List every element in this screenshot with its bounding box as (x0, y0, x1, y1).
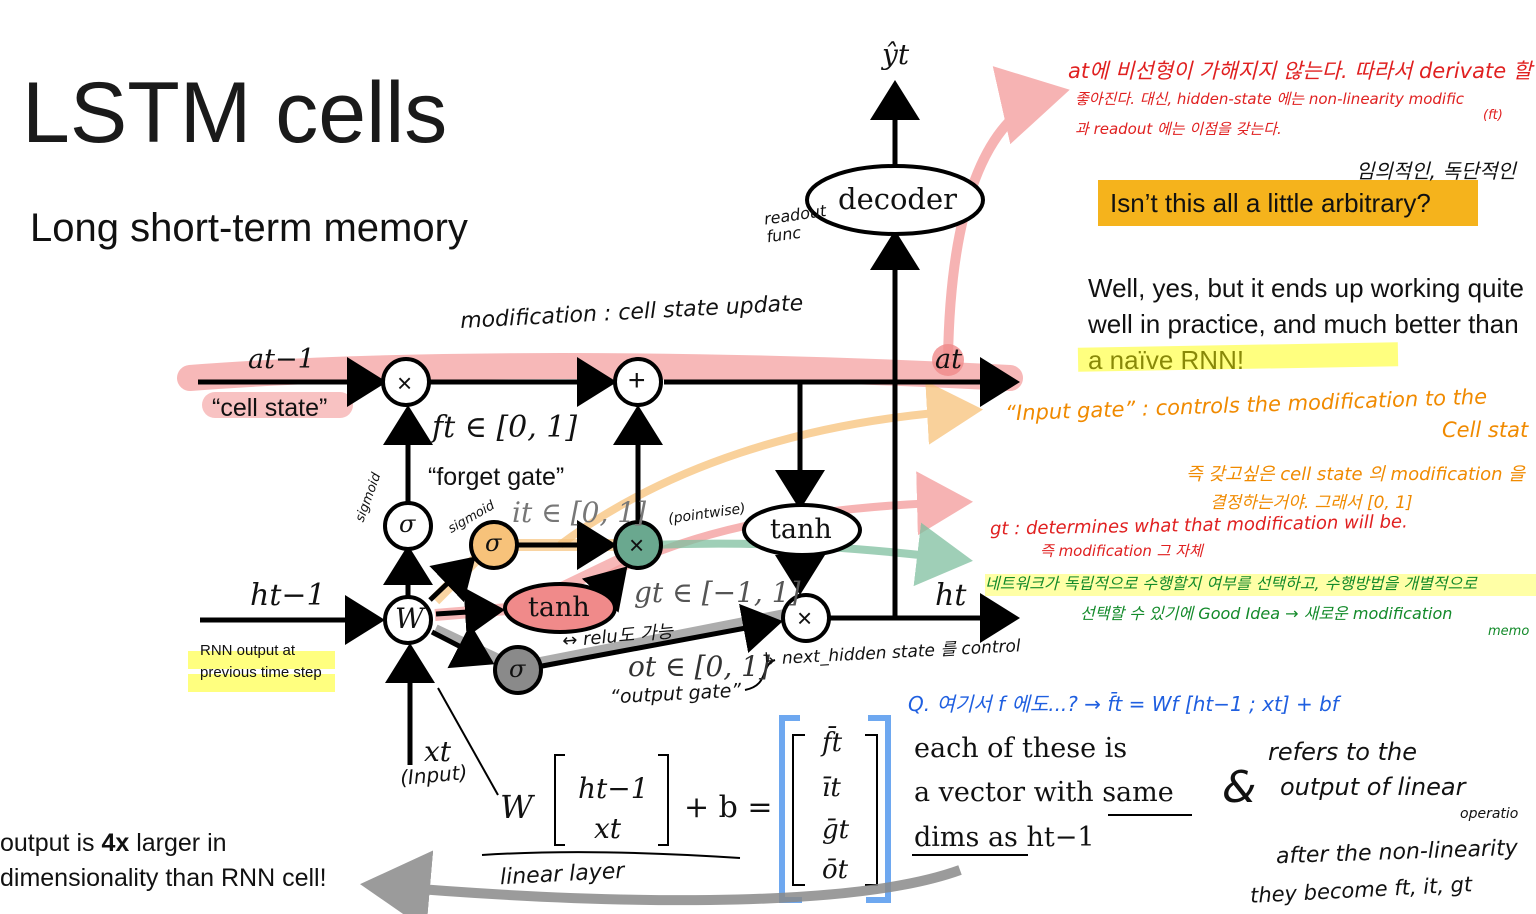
a-t-label: at (935, 344, 962, 375)
a-t-dot (932, 344, 964, 376)
cell-state-highlight (177, 353, 1023, 391)
green-note-2: 선택할 수 있기에 Good Idea → 새로운 modification (1080, 604, 1453, 623)
blue-bracket-right (866, 715, 891, 903)
eq-plus-b: + b = (684, 790, 773, 825)
red-note-1: at에 비선형이 가해지지 않는다. 따라서 derivate 할 (1068, 59, 1533, 83)
a-prev-label: at−1 (248, 344, 315, 375)
h-t-label: ht (935, 578, 967, 613)
w-node (383, 595, 433, 645)
gate-bar-g: ḡt (822, 815, 850, 845)
eq-vec-bottom: xt (594, 812, 622, 845)
sigma-o-to-mult (541, 603, 783, 669)
green-note-3: memo (1488, 624, 1530, 639)
input-gate-note-3: 즉 갖고싶은 cell state 의 modification 을 (1186, 464, 1525, 485)
refers-note-1: refers to the (1268, 738, 1417, 766)
w-to-sigma-o (430, 623, 495, 669)
bottom-note: output is 4x larger in dimensionality th… (0, 826, 380, 896)
green-note-1: 네트워크가 독립적으로 수행할지 여부를 선택하고, 수행방법을 개별적으로 (985, 574, 1477, 593)
gt-note-2: 즉 modification 그 자체 (1040, 542, 1203, 560)
forget-mult-symbol: × (397, 368, 413, 398)
refers-note-3: operatio (1460, 806, 1519, 822)
vec-bracket-right (865, 734, 878, 886)
w-label: W (395, 602, 424, 635)
red-note-2: 좋아진다. 대신, hidden-state 에는 non-linearity … (1075, 90, 1465, 108)
linear-underline (481, 851, 741, 859)
input-gate-note-4: 결정하는거야. 그래서 [0, 1] (1210, 493, 1413, 513)
gate-bar-f: f̄t (822, 728, 843, 758)
o-t-label: ot ∈ [0, 1] (628, 650, 770, 683)
plus-symbol: + (628, 364, 646, 397)
cell-state-label: “cell state” (212, 394, 328, 422)
gate-bar-i: īt (822, 773, 841, 803)
vector-note-1: each of these is (914, 733, 1128, 764)
g-t-label: gt ∈ [−1, 1] (634, 576, 801, 609)
ampersand-note: & (1222, 762, 1257, 813)
red-note-ft: (ft) (1483, 108, 1503, 123)
korean-arbitrary-note: 임의적인, 독단적인 (1356, 159, 1516, 183)
h-prev-label: ht−1 (250, 578, 326, 613)
w-pointer (437, 687, 499, 796)
mult-o-node (781, 593, 831, 643)
x-t-label: xt (424, 735, 452, 768)
refers-note-2: output of linear (1280, 773, 1466, 801)
red-note-3: 과 readout 에는 이점을 갖는다. (1075, 120, 1282, 138)
sigma-f-label: σ (399, 510, 416, 538)
forget-mult-node (381, 357, 431, 407)
tanh-g-node (503, 582, 617, 634)
at-to-note-highlight (943, 66, 1070, 361)
sigma-i-label: σ (485, 529, 502, 557)
question-banner: Isn’t this all a little arbitrary? (1098, 180, 1478, 226)
tanh-c-node (742, 503, 862, 557)
rnn-output-label: RNN output at previous time step (200, 640, 350, 684)
decoder-label: decoder (838, 182, 958, 216)
tanh-c-label: tanh (770, 514, 832, 545)
sigma-i-node (469, 520, 519, 570)
w-to-sigma-i (428, 556, 476, 603)
eq-bracket-left (554, 754, 565, 846)
sigma-o-node (493, 645, 543, 695)
rnn-output-highlight (188, 651, 335, 692)
plus-node (613, 357, 663, 407)
y-hat-label: ŷt (882, 38, 910, 71)
decoder-node (805, 164, 985, 236)
bottom-note-prefix: output is (0, 829, 102, 857)
eq-w: W (500, 788, 533, 826)
mult-i-symbol: × (629, 530, 645, 560)
sigma-f-node (383, 501, 433, 551)
vector-note-2: a vector with same (914, 777, 1174, 808)
i-t-label: it ∈ [0, 1] (512, 496, 647, 529)
input-gate-note-2: Cell stat (1442, 418, 1529, 442)
forget-gate-label: “forget gate” (428, 463, 565, 491)
output-gate-brace (744, 659, 776, 691)
eq-bracket-right (658, 754, 669, 846)
slide-subtitle: Long short-term memory (30, 206, 468, 250)
bottom-note-suffix: larger in dimensionality than RNN cell! (0, 829, 327, 892)
vec-bracket-left (792, 734, 805, 886)
tanh-g-label: tanh (528, 592, 590, 623)
input-gate-highlight (557, 380, 983, 549)
gate-bar-o: ōt (822, 855, 849, 885)
rnn-output-text: RNN output at previous time step (200, 642, 322, 681)
blue-question-note: Q. 여기서 f 에도...? → f̄t = Wf [ht−1 ; xt] +… (908, 692, 1339, 716)
f-t-label: ft ∈ [0, 1] (432, 410, 578, 445)
bottom-note-bold: 4x (101, 829, 130, 857)
sigma-o-label: σ (509, 655, 526, 683)
mult-i-node (613, 520, 663, 570)
eq-vec-top: ht−1 (578, 772, 649, 805)
slide-title: LSTM cells (22, 65, 448, 161)
gray-return-arrow (360, 850, 962, 914)
mult-o-symbol: × (797, 603, 813, 633)
w-to-tanh-g (435, 587, 505, 638)
vector-note-3: dims as ht−1 (914, 822, 1095, 853)
